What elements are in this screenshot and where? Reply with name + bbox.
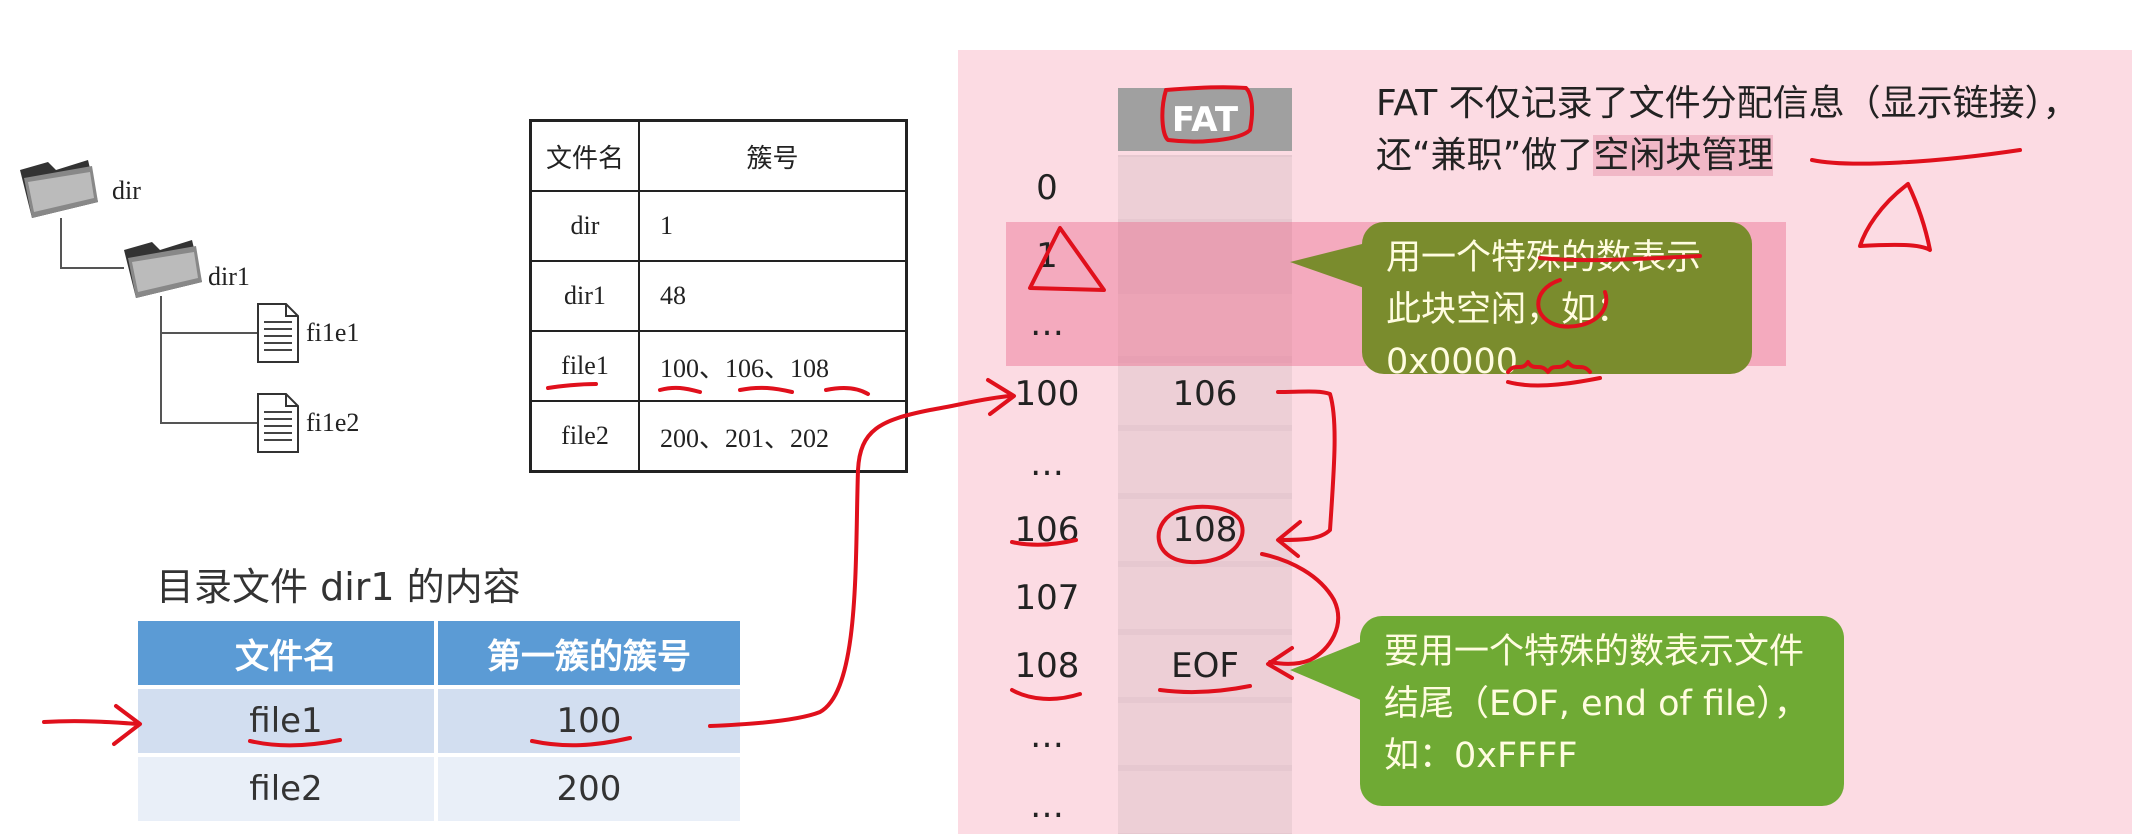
- fat-value: 108: [1172, 510, 1238, 550]
- fat-index: …: [1030, 304, 1064, 344]
- document-icon: [256, 392, 300, 458]
- fat-cell: [1118, 294, 1292, 356]
- table-cell: 48: [638, 260, 908, 332]
- fat-index: 0: [1036, 168, 1058, 208]
- table-cell: 100: [438, 689, 740, 753]
- table-row: file1 100: [138, 689, 740, 753]
- fat-cell: [1118, 499, 1292, 561]
- fat-cell: [1118, 771, 1292, 833]
- squiggle-mark: [1506, 360, 1592, 374]
- underline-mark: [546, 382, 598, 390]
- fat-cell: [1118, 635, 1292, 697]
- underline-mark: [1538, 254, 1702, 263]
- fat-index: 107: [1014, 578, 1080, 618]
- fat-index: 108: [1014, 646, 1080, 686]
- underline-mark: [1010, 538, 1078, 547]
- underline-mark: [1810, 148, 2022, 166]
- table-header-cell: 文件名: [138, 621, 434, 685]
- fat-cell: [1118, 431, 1292, 493]
- dir-content-table: 文件名 第一簇的簇号 file1 100 file2 200: [134, 617, 744, 825]
- triangle-mark: [1028, 226, 1106, 292]
- arrowhead-mark: [1266, 646, 1294, 680]
- table-header-row: 文件名 第一簇的簇号: [138, 621, 740, 685]
- circle-mark: [1536, 278, 1609, 329]
- table-row: dir 1: [529, 190, 908, 262]
- table-cell: dir1: [529, 260, 640, 332]
- underline-mark: [530, 736, 632, 748]
- arrow-mark: [708, 394, 1012, 728]
- triangle-mark: [1858, 182, 1932, 252]
- dir-content-caption: 目录文件 dir1 的内容: [156, 565, 521, 609]
- tree-file1-label: fi1e1: [306, 318, 360, 347]
- underline-mark: [1506, 376, 1602, 388]
- table-cell: file2: [138, 757, 434, 821]
- table-cell: 1: [638, 190, 908, 262]
- underline-mark: [248, 738, 342, 748]
- fat-cell: [1118, 703, 1292, 765]
- arrow-mark: [1260, 552, 1341, 666]
- fat-cell: [1118, 567, 1292, 629]
- table-row: file2 200: [138, 757, 740, 821]
- underline-mark: [658, 385, 870, 396]
- fat-cell: [1118, 157, 1292, 219]
- table-cell: 200、201、202: [638, 400, 908, 473]
- fat-index: …: [1030, 444, 1064, 484]
- table-header-row: 文件名 簇号: [529, 119, 908, 192]
- eof-marker-callout: 要用一个特殊的数表示文件结尾（EOF, end of file），如：0xFFF…: [1360, 616, 1844, 806]
- table-header-cell: 第一簇的簇号: [438, 621, 740, 685]
- table-row: dir1 48: [529, 260, 908, 332]
- arrowhead-mark: [1276, 520, 1302, 558]
- tree-root-label: dir: [112, 176, 141, 205]
- fat-cell: [1118, 363, 1292, 425]
- tree-dir1-label: dir1: [208, 262, 250, 291]
- table-header-cell: 文件名: [529, 119, 640, 192]
- underline-mark: [1010, 688, 1082, 701]
- table-cell: file1: [529, 330, 640, 402]
- table-cell: file1: [138, 689, 434, 753]
- table-header-cell: 簇号: [638, 119, 908, 192]
- fat-note-text: FAT 不仅记录了文件分配信息（显示链接），还“兼职”做了: [1376, 83, 2079, 176]
- folder-icon: [18, 152, 100, 226]
- arrow-mark: [42, 704, 142, 746]
- fat-note: FAT 不仅记录了文件分配信息（显示链接），还“兼职”做了空闲块管理: [1376, 78, 2116, 182]
- fat-value: 106: [1172, 374, 1238, 414]
- fat-note-highlight: 空闲块管理: [1593, 135, 1774, 176]
- fat-value: EOF: [1171, 646, 1239, 686]
- circle-mark: [1160, 85, 1255, 144]
- table-cell: 200: [438, 757, 740, 821]
- table-row: file2 200、201、202: [529, 400, 908, 473]
- document-icon: [256, 302, 300, 368]
- fat-index: …: [1030, 786, 1064, 826]
- circle-mark: [1156, 504, 1245, 565]
- underline-mark: [1158, 684, 1252, 695]
- folder-icon: [122, 232, 204, 306]
- arrow-mark: [1276, 389, 1337, 542]
- fat-index: 100: [1014, 374, 1080, 414]
- table-cell: dir: [529, 190, 640, 262]
- fat-index: …: [1030, 716, 1064, 756]
- tree-file2-label: fi1e2: [306, 408, 360, 437]
- arrowhead-mark: [986, 378, 1016, 416]
- table-cell: file2: [529, 400, 640, 473]
